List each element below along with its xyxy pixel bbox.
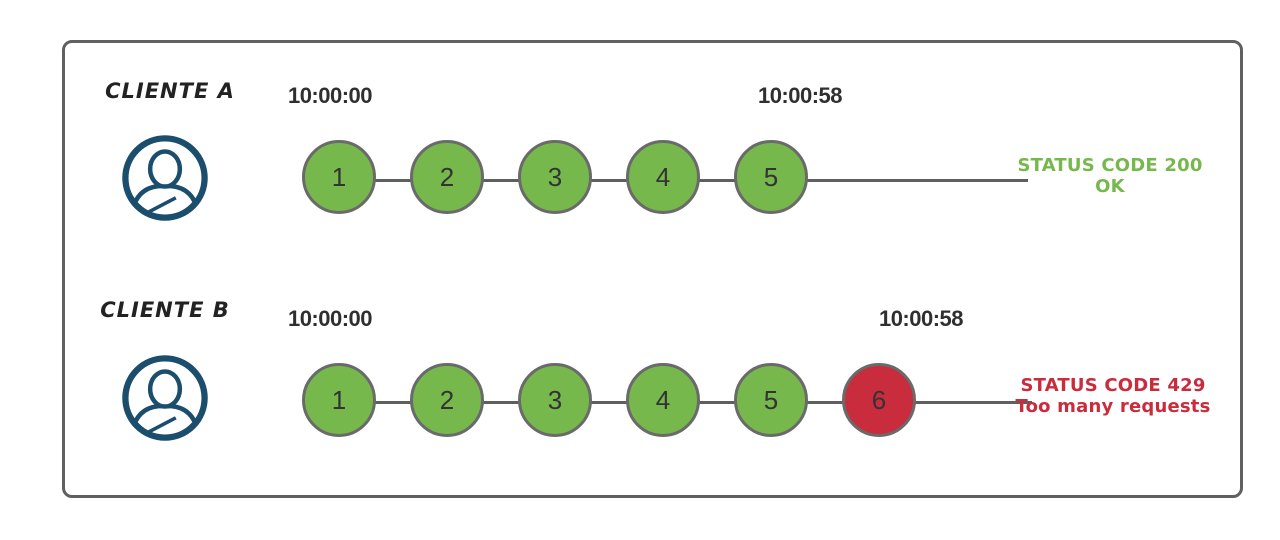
status-label-b: STATUS CODE 429 Too many requests	[1003, 375, 1223, 417]
status-code-text: STATUS CODE 429	[1020, 375, 1206, 396]
request-node: 5	[734, 363, 808, 437]
request-node: 5	[734, 140, 808, 214]
status-message-text: Too many requests	[1015, 396, 1211, 417]
request-node: 3	[518, 363, 592, 437]
request-node: 3	[518, 140, 592, 214]
request-node: 2	[410, 140, 484, 214]
status-code-text: STATUS CODE 200	[1017, 155, 1203, 176]
timestamp-end-b: 10:00:58	[878, 306, 964, 331]
client-a-user-avatar-icon	[120, 133, 210, 223]
request-node-rate-limited: 6	[842, 363, 916, 437]
timestamp-end-a: 10:00:58	[757, 83, 843, 108]
status-label-a: STATUS CODE 200 OK	[1000, 155, 1220, 197]
request-node: 1	[302, 140, 376, 214]
client-b-lane: CLIENTE B 10:00:00 10:00:58 1	[65, 43, 1240, 495]
status-message-text: OK	[1095, 176, 1125, 197]
request-node: 4	[626, 363, 700, 437]
request-sequence-a: 1 2 3 4 5	[302, 140, 808, 214]
client-a-lane: CLIENTE A 10:00:00 10:00:58 1	[65, 43, 1240, 495]
request-node: 4	[626, 140, 700, 214]
user-avatar-icon	[122, 135, 208, 221]
client-a-label: CLIENTE A	[105, 79, 235, 103]
client-b-label: CLIENTE B	[100, 298, 230, 322]
user-avatar-icon	[122, 355, 208, 441]
timestamp-start-a: 10:00:00	[287, 83, 373, 108]
request-sequence-b: 1 2 3 4 5 6	[302, 363, 916, 437]
request-node: 2	[410, 363, 484, 437]
timestamp-start-b: 10:00:00	[287, 306, 373, 331]
request-node: 1	[302, 363, 376, 437]
client-b-user-avatar-icon	[120, 353, 210, 443]
diagram-frame: CLIENTE A 10:00:00 10:00:58 1	[62, 40, 1243, 498]
